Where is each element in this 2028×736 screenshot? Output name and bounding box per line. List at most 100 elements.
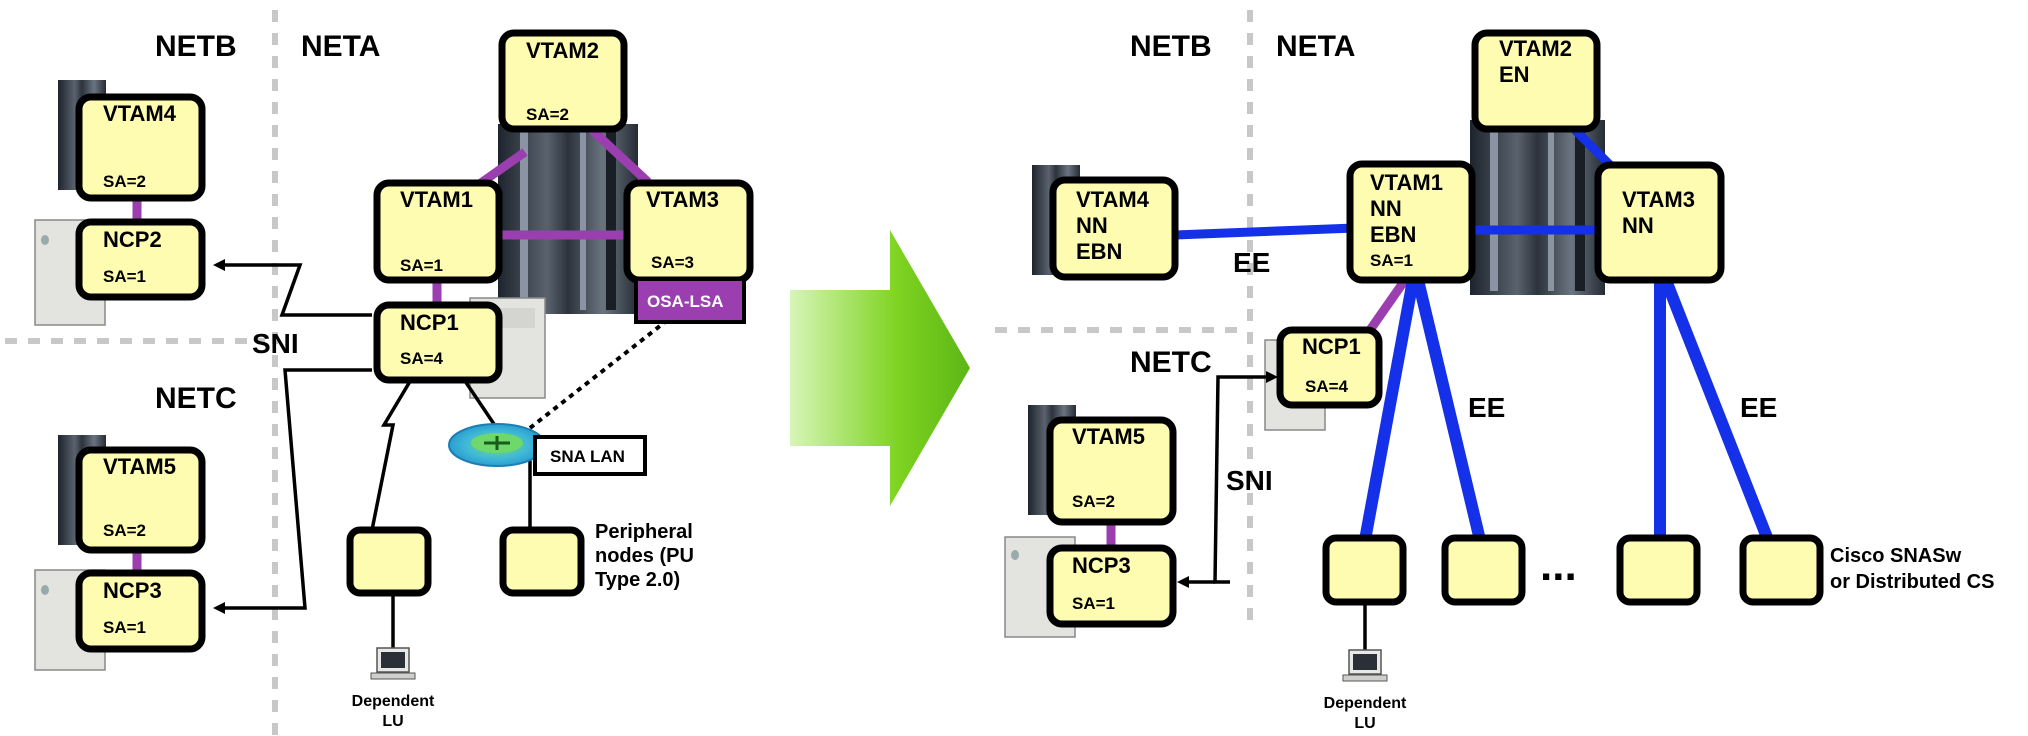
node-ncp3-name: NCP3 [1072,553,1131,578]
node-dependent-lu-pu[interactable] [346,526,432,597]
node-ncp2-name: NCP2 [103,227,162,252]
node-ncp3-sa: SA=1 [1072,594,1115,613]
svg-text:nodes (PU: nodes (PU [595,545,694,567]
svg-text:LU: LU [382,713,403,730]
link-ncp1-lu [370,377,414,531]
node-vtam1-ebn: EBN [1370,222,1416,247]
sni-link-ncp3 [1177,371,1278,588]
node-vtam4-name: VTAM4 [1076,187,1150,212]
right-diagram: NETB NETA NETC [995,10,1994,732]
node-vtam1[interactable]: VTAM1 SA=1 [373,179,503,284]
dependent-lu-label: Dependent LU [352,693,435,730]
svg-text:Dependent: Dependent [352,693,435,710]
label-sni: SNI [252,328,299,359]
svg-text:Cisco SNASw: Cisco SNASw [1830,545,1962,567]
label-neta: NETA [301,30,380,63]
node-ncp3-name: NCP3 [103,578,162,603]
node-vtam2-sa: SA=2 [526,105,569,124]
node-vtam1-role: NN [1370,196,1402,221]
node-vtam4[interactable]: VTAM4 SA=2 [75,93,206,202]
node-vtam5-sa: SA=2 [103,521,146,540]
node-vtam2[interactable]: VTAM2 SA=2 [498,29,628,133]
node-ncp1-sa: SA=4 [1305,377,1349,396]
svg-text:Type 2.0): Type 2.0) [595,569,680,591]
svg-text:Peripheral: Peripheral [595,521,693,543]
link-vtam1-ncp1 [1366,277,1409,333]
node-vtam3[interactable]: VTAM3 SA=3 [623,179,754,284]
node-snasw-1[interactable] [1322,534,1407,606]
link-vtam3-pu4-ee [1659,275,1774,543]
node-vtam4-sa: SA=2 [103,172,146,191]
svg-text:LU: LU [1354,715,1375,732]
link-vtam2-vtam3 [1571,126,1614,169]
label-neta: NETA [1276,30,1355,63]
node-ncp3[interactable]: NCP3 SA=1 [75,569,206,653]
node-vtam4-role: NN [1076,213,1108,238]
label-netc: NETC [155,382,237,415]
node-vtam3-name: VTAM3 [1622,187,1695,212]
label-ee-netb: EE [1233,247,1270,278]
link-vtam2-vtam3 [588,126,652,186]
node-ncp1-sa: SA=4 [400,349,444,368]
node-vtam3-role: NN [1622,213,1654,238]
sna-lan-label-box: SNA LAN [533,435,647,476]
link-vtam1-pu2-ee [1412,278,1486,542]
node-ncp1[interactable]: NCP1 SA=4 [373,301,503,384]
label-netb: NETB [155,30,237,63]
node-vtam1-name: VTAM1 [1370,170,1443,195]
label-netb: NETB [1130,30,1212,63]
peripheral-nodes-label: Peripheral nodes (PU Type 2.0) [595,521,694,591]
node-vtam1-sa: SA=1 [1370,251,1413,270]
node-vtam3-sa: SA=3 [651,253,694,272]
node-vtam4[interactable]: VTAM4 NN EBN [1049,176,1179,281]
node-snasw-3[interactable] [1616,534,1701,606]
node-vtam4-ebn: EBN [1076,239,1122,264]
transition-arrow [790,230,970,506]
node-vtam1-sa: SA=1 [400,256,443,275]
cisco-snasw-label: Cisco SNASw or Distributed CS [1830,545,1994,593]
node-vtam3[interactable]: VTAM3 NN [1594,161,1725,284]
node-vtam5[interactable]: VTAM5 SA=2 [1046,416,1177,526]
link-vtam4-vtam1-ee [1174,223,1356,240]
node-ncp2-sa: SA=1 [103,267,146,286]
sni-link-ncp2 [213,259,372,317]
node-ncp1-name: NCP1 [1302,334,1361,359]
sni-link-ncp3 [213,368,372,614]
label-ee-vtam1: EE [1468,392,1505,423]
node-vtam1-name: VTAM1 [400,187,473,212]
node-vtam4-name: VTAM4 [103,101,177,126]
node-vtam3-name: VTAM3 [646,187,719,212]
label-netc: NETC [1130,346,1212,379]
node-snasw-4[interactable] [1739,534,1824,606]
osa-lsa-adapter[interactable]: OSA-LSA [634,277,746,324]
node-vtam2-name: VTAM2 [1499,36,1572,61]
node-vtam1[interactable]: VTAM1 NN EBN SA=1 [1346,160,1476,284]
node-vtam5-sa: SA=2 [1072,492,1115,511]
node-vtam2[interactable]: VTAM2 EN [1471,29,1601,133]
terminal-icon [370,647,416,680]
left-diagram: NETB NETA NETC [5,10,754,736]
lan-ring-icon [448,423,546,467]
ellipsis: ... [1540,541,1577,590]
node-vtam5-name: VTAM5 [1072,424,1145,449]
svg-text:or Distributed CS: or Distributed CS [1830,571,1994,593]
dependent-lu-label: Dependent LU [1324,695,1407,732]
node-vtam2-role: EN [1499,62,1530,87]
node-vtam5[interactable]: VTAM5 SA=2 [75,446,206,554]
node-ncp2[interactable]: NCP2 SA=1 [75,218,206,301]
node-peripheral-pu[interactable] [499,526,585,597]
mainframe-icon [1470,120,1605,295]
node-ncp3[interactable]: NCP3 SA=1 [1046,544,1177,628]
label-sni: SNI [1226,465,1273,496]
node-snasw-2[interactable] [1441,534,1526,606]
node-ncp3-sa: SA=1 [103,618,146,637]
link-vtam1-pu1-ee [1359,278,1419,542]
node-vtam2-name: VTAM2 [526,38,599,63]
sna-lan-label: SNA LAN [550,447,625,466]
osa-lsa-label: OSA-LSA [647,292,724,311]
node-ncp1[interactable]: NCP1 SA=4 [1276,326,1383,409]
label-ee-vtam3: EE [1740,392,1777,423]
svg-text:Dependent: Dependent [1324,695,1407,712]
link-lan-osa [528,320,667,430]
